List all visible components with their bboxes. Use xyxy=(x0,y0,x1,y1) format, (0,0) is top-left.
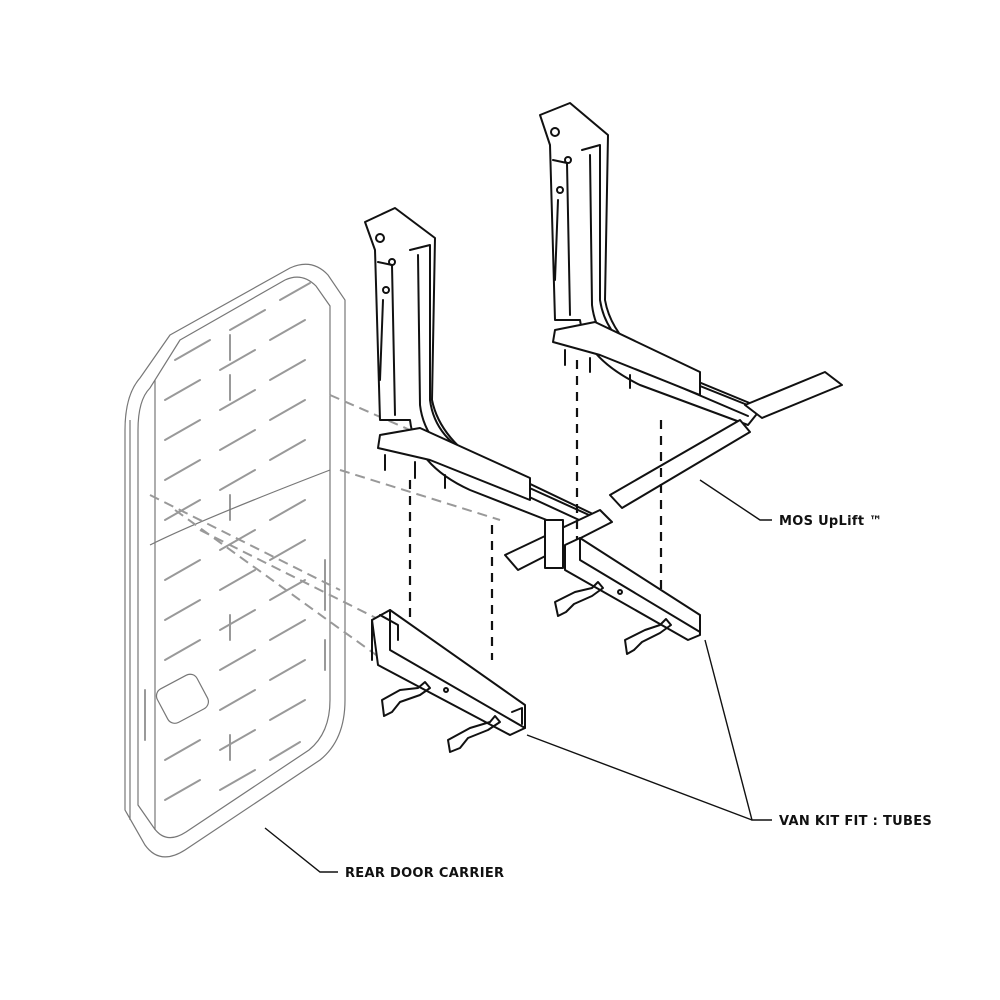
carrier-slots xyxy=(144,282,326,801)
label-van-kit-tubes: VAN KIT FIT : TUBES xyxy=(779,814,932,829)
tube-rear xyxy=(564,537,701,641)
carrier-alignment-lines xyxy=(149,394,501,666)
drop-lines xyxy=(408,360,663,660)
label-rear-door-carrier: REAR DOOR CARRIER xyxy=(345,866,504,881)
uplift-right-arm xyxy=(539,102,761,426)
tube-front xyxy=(371,609,526,736)
leader-lines xyxy=(264,479,772,873)
tube-clamps xyxy=(381,581,672,753)
uplift-cross-bars xyxy=(504,371,843,571)
rear-door-carrier-panel xyxy=(124,263,346,858)
label-mos-uplift: MOS UpLift ™ xyxy=(779,514,882,529)
